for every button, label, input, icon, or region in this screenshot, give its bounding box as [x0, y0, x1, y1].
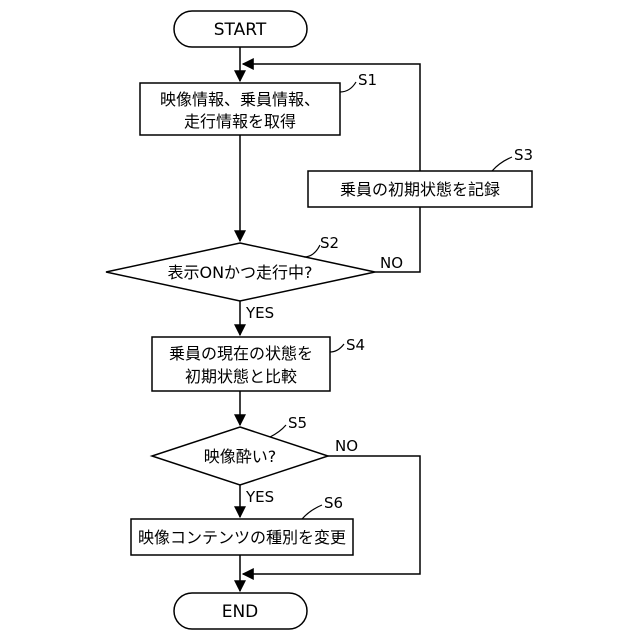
- s5-step-id: S5: [288, 414, 307, 432]
- s1-text-line1: 映像情報、乗員情報、: [160, 90, 320, 109]
- s4-step-id: S4: [346, 336, 365, 354]
- s5-text: 映像酔い?: [204, 447, 277, 466]
- s5-no-label: NO: [335, 437, 358, 455]
- s1-step-id: S1: [358, 71, 377, 89]
- start-label: START: [214, 20, 267, 40]
- s6-text: 映像コンテンツの種別を変更: [138, 528, 346, 547]
- s6-step-id: S6: [324, 494, 343, 512]
- s1-text-line2: 走行情報を取得: [184, 112, 296, 131]
- s4-text-line1: 乗員の現在の状態を: [169, 344, 313, 363]
- s4-text-line2: 初期状態と比較: [185, 367, 297, 386]
- s4-leader-line: [330, 344, 344, 352]
- s2-text: 表示ONかつ走行中?: [167, 263, 312, 282]
- s3-leader-line: [492, 157, 512, 171]
- s2-leader-line: [304, 245, 320, 257]
- s2-yes-label: YES: [245, 304, 274, 322]
- end-label: END: [222, 602, 259, 622]
- s3-text: 乗員の初期状態を記録: [340, 180, 500, 199]
- s2-no-label: NO: [380, 254, 403, 272]
- s5-leader-line: [270, 425, 286, 437]
- s6-leader-line: [302, 505, 322, 519]
- s3-step-id: S3: [514, 146, 533, 164]
- s2-step-id: S2: [320, 234, 339, 252]
- s1-leader-line: [340, 82, 356, 92]
- s5-yes-label: YES: [245, 488, 274, 506]
